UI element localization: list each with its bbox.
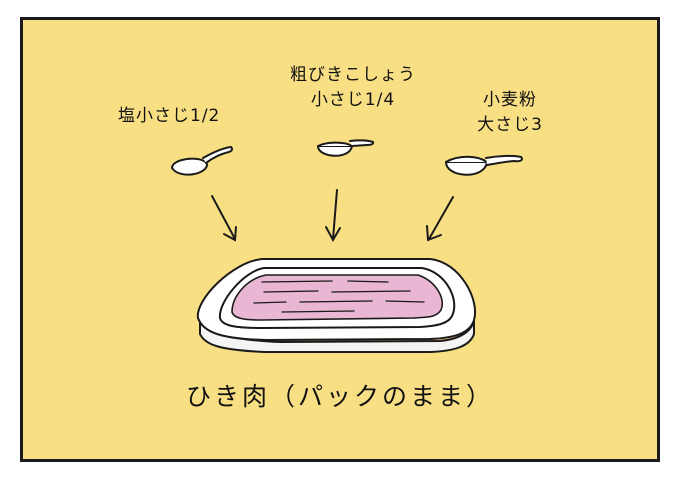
pepper-spoon-icon [317, 139, 375, 157]
flour-amount-label: 小麦粉 大さじ3 [470, 88, 550, 138]
pepper-quantity: 小さじ1/4 [310, 90, 396, 110]
salt-amount-label: 塩小さじ1/2 [118, 106, 221, 126]
flour-name: 小麦粉 [483, 90, 537, 110]
flour-spoon-icon [445, 154, 523, 176]
comic-panel [20, 17, 660, 462]
flour-quantity: 大さじ3 [477, 115, 543, 135]
meat-tray-icon [196, 258, 477, 353]
salt-spoon-icon [171, 146, 234, 176]
down-arrow-icon [426, 196, 454, 242]
down-arrow-icon [325, 189, 341, 243]
panel-caption: ひき肉（パックのまま） [185, 382, 494, 411]
down-arrow-icon [211, 195, 237, 242]
pepper-name: 粗びきこしょう [290, 65, 416, 85]
pepper-amount-label: 粗びきこしょう 小さじ1/4 [268, 63, 438, 113]
